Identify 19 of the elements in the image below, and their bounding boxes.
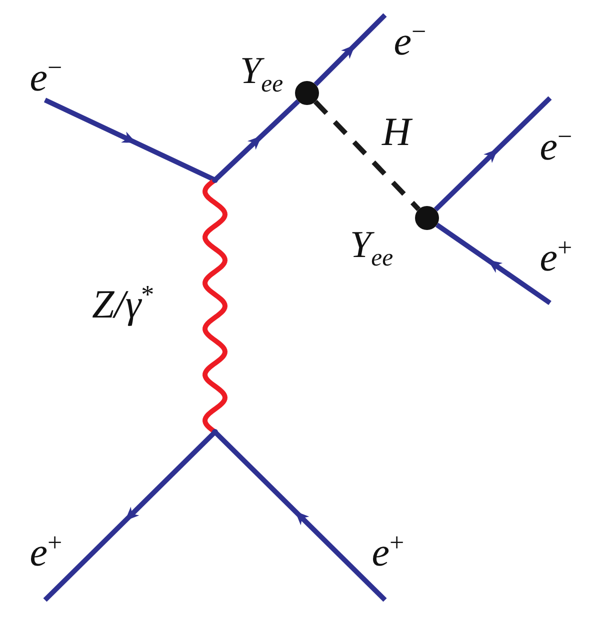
dashed-propagator-line [314, 100, 420, 212]
wavy-propagator-line [202, 178, 228, 434]
vertex-dot [295, 81, 319, 105]
fermion-line-arrow [435, 222, 552, 306]
particle-label: e$^{−}$ [30, 54, 62, 98]
fermion-line-arrow [213, 99, 300, 182]
fermion-line-arrow [44, 98, 216, 182]
coupling-label: Y$_{ee}$ [240, 52, 284, 98]
vertex-dot [415, 206, 439, 230]
fermion-line-arrow [314, 13, 387, 86]
particle-label: e$^{+}$ [372, 530, 404, 572]
particle-label: e$^{+}$ [30, 530, 62, 572]
particle-label: e$^{−}$ [394, 18, 426, 62]
particle-label: e$^{+}$ [540, 235, 572, 278]
fermion-line-arrow [43, 430, 217, 602]
particle-label: e$^{−}$ [540, 124, 572, 166]
fermion-line-arrow [434, 96, 552, 212]
coupling-label: Y$_{ee}$ [350, 226, 394, 272]
fermion-line-arrow [213, 430, 387, 602]
